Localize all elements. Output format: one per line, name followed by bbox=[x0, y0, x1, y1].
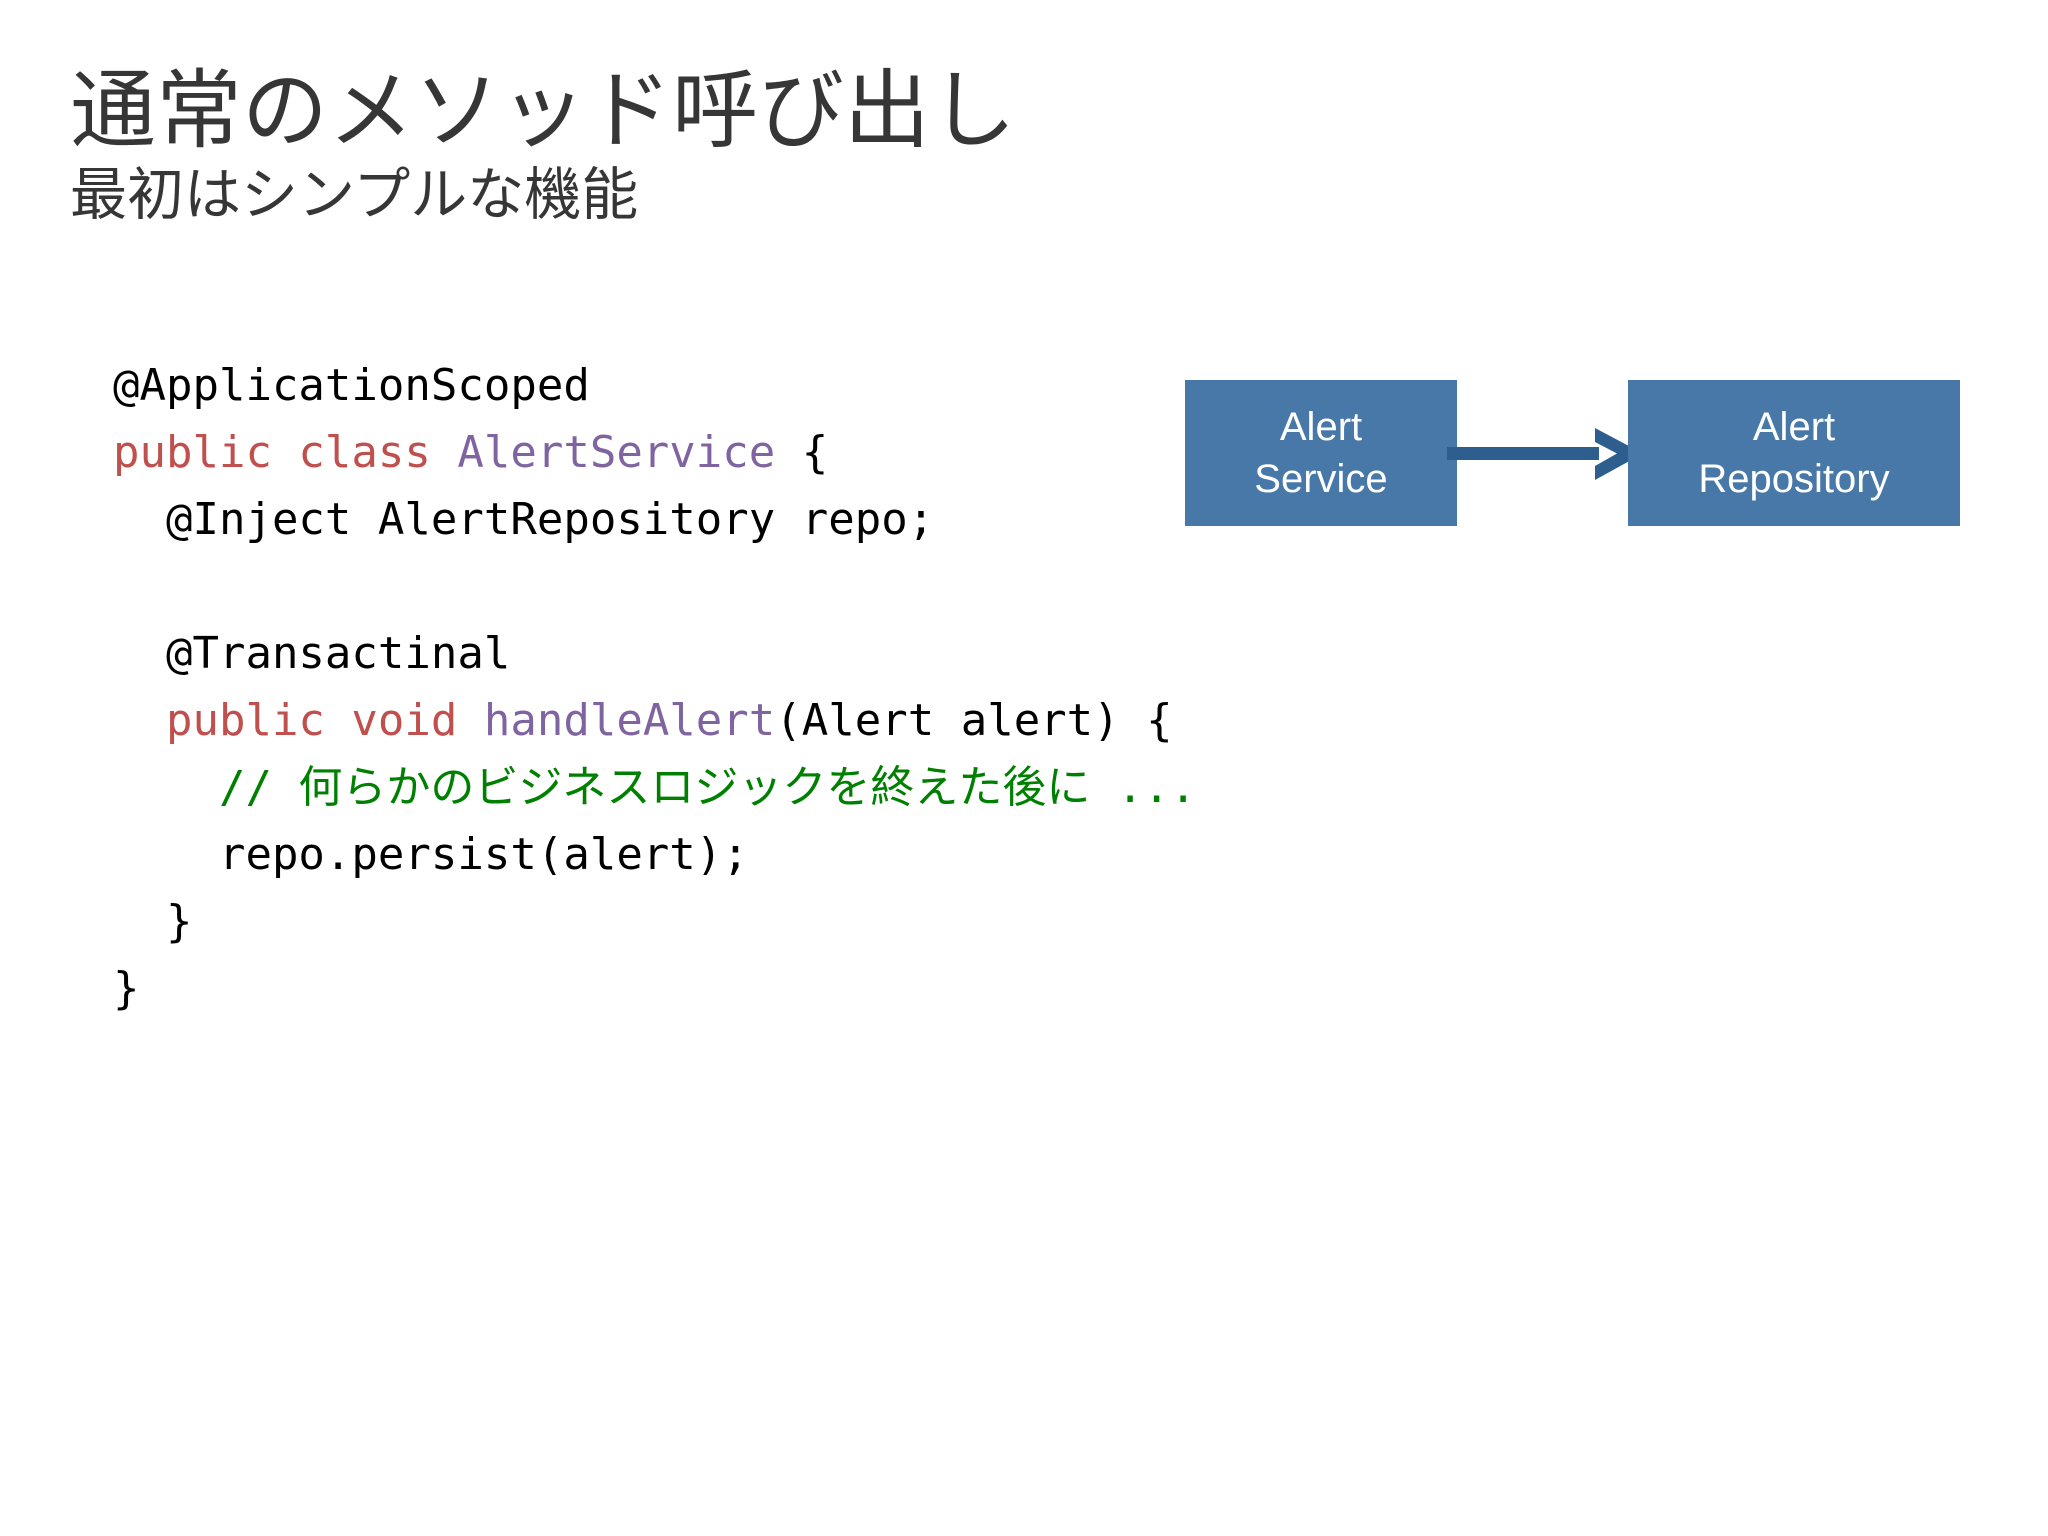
code-line: @Inject AlertRepository repo; bbox=[113, 486, 1196, 553]
code-line: } bbox=[113, 888, 1196, 955]
diagram-node-alert-repository: Alert Repository bbox=[1628, 380, 1960, 526]
node-label-line1: Alert bbox=[1279, 405, 1363, 449]
node-label-line1: Alert bbox=[1752, 405, 1836, 449]
code-token: { bbox=[775, 427, 829, 478]
flow-diagram: Alert Service Alert Repository bbox=[1185, 380, 1960, 526]
code-token: @Transactinal bbox=[113, 628, 511, 679]
code-block: @ApplicationScoped public class AlertServ… bbox=[113, 352, 1196, 1022]
code-line: @ApplicationScoped bbox=[113, 352, 1196, 419]
node-label-line2: Repository bbox=[1698, 457, 1890, 501]
code-token: // 何らかのビジネスロジックを終えた後に ... bbox=[113, 762, 1197, 813]
code-token: } bbox=[113, 963, 140, 1014]
diagram-node-alert-service: Alert Service bbox=[1185, 380, 1457, 526]
page-subtitle: 最初はシンプルな機能 bbox=[70, 161, 639, 228]
code-token: @Inject AlertRepository repo; bbox=[113, 494, 935, 545]
code-token: (Alert alert) { bbox=[775, 695, 1173, 746]
node-label-line2: Service bbox=[1254, 457, 1388, 501]
code-line bbox=[113, 553, 1196, 620]
code-token: handleAlert bbox=[483, 695, 776, 746]
page-title: 通常のメソッド呼び出し bbox=[70, 61, 1016, 161]
code-token: public class bbox=[113, 427, 458, 478]
code-token: public void bbox=[113, 695, 484, 746]
code-line: } bbox=[113, 955, 1196, 1022]
code-line: public void handleAlert(Alert alert) { bbox=[113, 687, 1196, 754]
code-token: AlertService bbox=[457, 427, 776, 478]
code-line: public class AlertService { bbox=[113, 419, 1196, 486]
code-line: // 何らかのビジネスロジックを終えた後に ... bbox=[113, 754, 1196, 821]
code-line: @Transactinal bbox=[113, 620, 1196, 687]
code-token: repo.persist(alert); bbox=[113, 829, 749, 880]
code-token: } bbox=[113, 896, 193, 947]
code-line: repo.persist(alert); bbox=[113, 821, 1196, 888]
code-token: @ApplicationScoped bbox=[113, 360, 590, 411]
title-block: 通常のメソッド呼び出し 最初はシンプルな機能 bbox=[70, 61, 1770, 228]
arrow-icon bbox=[1447, 428, 1643, 480]
